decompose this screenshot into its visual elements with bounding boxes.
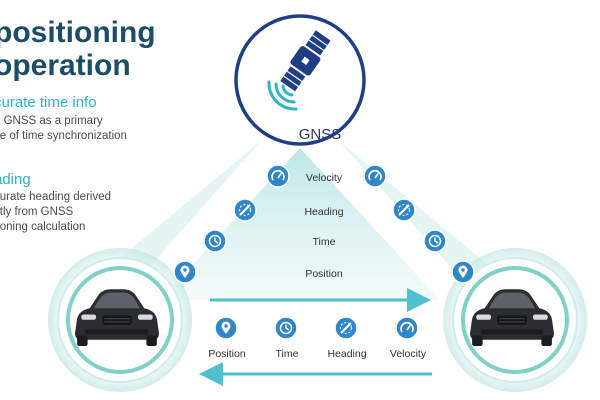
signal-beam bbox=[160, 148, 440, 300]
gnss-satellite-node bbox=[234, 14, 366, 146]
speedometer-icon bbox=[363, 164, 387, 188]
satellite-icon bbox=[280, 30, 331, 92]
pyramid-label-time: Time bbox=[312, 236, 336, 248]
gnss-label: GNSS bbox=[298, 126, 342, 143]
feature-heading-time: curate time info bbox=[0, 94, 97, 111]
feature-text-heading: curate heading derived ctly from GNSS ti… bbox=[0, 190, 111, 235]
pyramid-label-velocity: Velocity bbox=[305, 172, 343, 184]
feature-heading-line-2: ctly from GNSS bbox=[0, 206, 74, 218]
pyramid-label-position: Position bbox=[305, 268, 343, 280]
feature-heading-line-3: tioning calculation bbox=[0, 221, 86, 233]
bottom-label-velocity: Velocity bbox=[389, 348, 427, 360]
compass-icon bbox=[334, 316, 358, 340]
clock-icon bbox=[203, 229, 227, 253]
clock-icon bbox=[274, 316, 298, 340]
speedometer-icon bbox=[395, 316, 419, 340]
clock-icon bbox=[423, 229, 447, 253]
signal-waves-icon bbox=[267, 80, 298, 111]
feature-heading-heading: ading bbox=[0, 171, 31, 188]
feature-time-line-1: g GNSS as a primary bbox=[0, 115, 103, 127]
bottom-label-position: Position bbox=[208, 348, 246, 360]
bottom-label-time: Time bbox=[275, 348, 299, 360]
diagram-title: positioning operation bbox=[0, 16, 156, 82]
compass-icon bbox=[233, 198, 257, 222]
compass-icon bbox=[392, 198, 416, 222]
bottom-label-heading: Heading bbox=[327, 348, 367, 360]
title-line-1: positioning bbox=[0, 16, 156, 49]
location-pin-icon bbox=[173, 260, 197, 284]
title-line-2: operation bbox=[0, 49, 131, 82]
location-pin-icon bbox=[451, 260, 475, 284]
pyramid-label-heading: Heading bbox=[304, 206, 344, 218]
feature-text-time: g GNSS as a primary ce of time synchroni… bbox=[0, 114, 127, 144]
location-pin-icon bbox=[214, 316, 238, 340]
speedometer-icon bbox=[266, 164, 290, 188]
feature-heading-line-1: curate heading derived bbox=[0, 191, 111, 203]
feature-time-line-2: ce of time synchronization bbox=[0, 130, 127, 142]
